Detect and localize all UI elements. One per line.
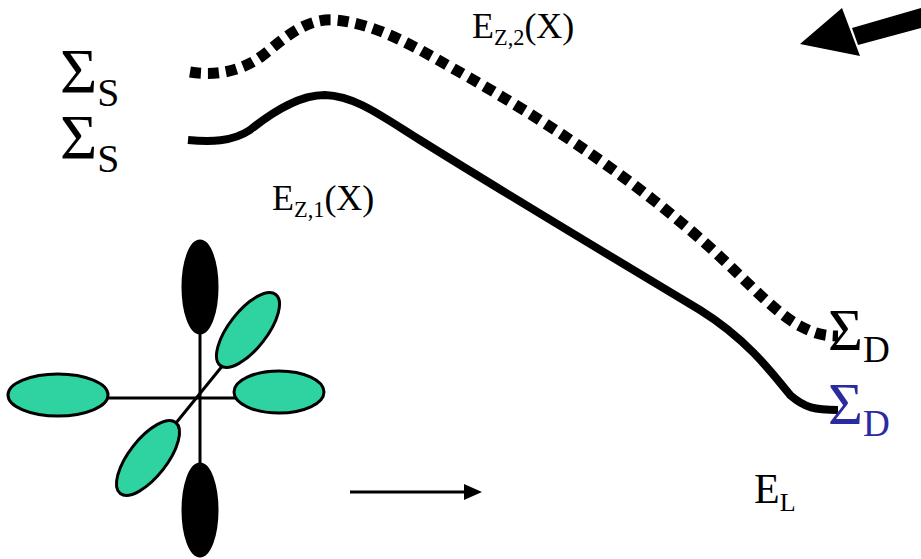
state-label: ΣS (60, 106, 119, 170)
orbital-figure (8, 241, 324, 556)
state-label: ΣD (828, 300, 890, 360)
state-label: ΣS (60, 40, 119, 104)
upper-energy-curve (190, 20, 838, 336)
field-arrow (350, 484, 482, 500)
lower-energy-curve (188, 95, 838, 410)
energy-label: EZ,1(X) (272, 180, 374, 216)
state-label: ΣD (828, 374, 890, 434)
big-arrow (800, 8, 921, 56)
energy-label: EZ,2(X) (472, 8, 574, 44)
field-label: EL (754, 468, 796, 510)
